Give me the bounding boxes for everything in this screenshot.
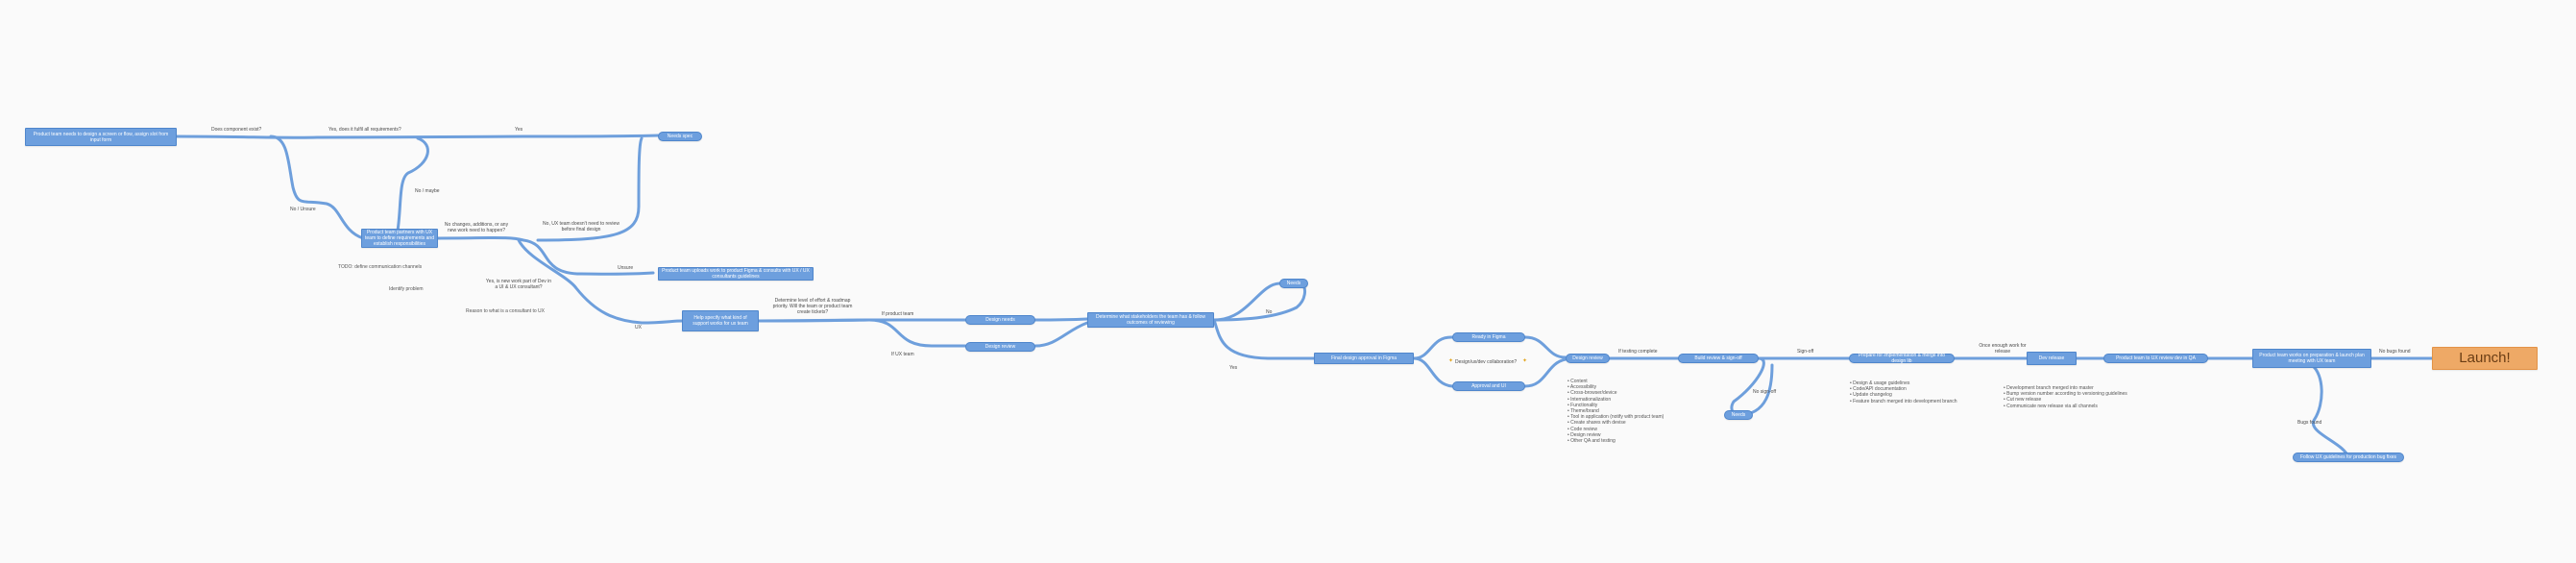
prep-next-node[interactable]: Product team works on preparation & laun…	[2252, 349, 2371, 368]
stakeholder-review-node[interactable]: Product team to UX review dev in QA	[2103, 354, 2208, 363]
star-icon: ✦	[1448, 358, 1454, 364]
note-identify: Identify problem	[389, 286, 424, 292]
review-item: Code review	[1567, 427, 1664, 432]
edge-yes-right: Yes	[1229, 365, 1238, 371]
edge-yes-top: Yes	[515, 127, 523, 133]
review-item: Functionality	[1567, 403, 1664, 408]
prepare-merge-node[interactable]: Prepare for implementation & merge into …	[1849, 353, 1955, 364]
determine-stakeholders-node[interactable]: Determine what stakeholders the team has…	[1087, 312, 1214, 328]
edge-sign-off: Sign-off	[1797, 349, 1814, 355]
review-item: Tool in application (notify with product…	[1567, 414, 1664, 420]
edge-no-sign-off: No sign-off	[1753, 389, 1777, 395]
edge-bugs-found: Bugs found	[2297, 420, 2322, 426]
edge-no-unsure: No / Unsure	[290, 207, 316, 212]
edge-if-ux-team: If UX team	[891, 352, 914, 357]
design-review-2-node[interactable]: Design review	[1566, 354, 1610, 363]
merge-item: Feature branch merged into development b…	[1850, 399, 1956, 404]
merge-item: Update changelog	[1850, 392, 1957, 398]
review-item: Internationalization	[1567, 397, 1664, 403]
needs-2-node[interactable]: Needs	[1724, 410, 1753, 420]
review-list: Content Accessibility Cross-browser/devi…	[1567, 379, 1664, 444]
start-node[interactable]: Product team needs to design a screen or…	[25, 128, 177, 146]
dev-release-node[interactable]: Dev release	[2027, 352, 2077, 365]
review-item: Design review	[1567, 432, 1664, 438]
needs-small-node[interactable]: Needs	[1279, 279, 1308, 288]
help-ux-team-node[interactable]: Help specify what kind of support works …	[682, 310, 759, 331]
merge-item: Design & usage guidelines	[1850, 380, 1957, 386]
edge-yes-fulfil: Yes, does it fulfil all requirements?	[328, 127, 401, 133]
edge-no-ux-team: No, UX team doesn't need to review befor…	[543, 221, 620, 233]
merge-item: Code/API documentation	[1850, 386, 1957, 392]
fix-bugs-node[interactable]: Follow UX guidelines for production bug …	[2293, 453, 2404, 462]
approval-ui-node[interactable]: Approval and UI	[1452, 381, 1525, 391]
merge-list: Design & usage guidelines Code/API docum…	[1850, 380, 1957, 404]
note-todo: TODO: define communication channels	[338, 264, 423, 270]
edge-yes-ux-small: Yes, is new work part of Dev in a UI & U…	[485, 279, 552, 290]
ux-design-review-node[interactable]: Design review	[965, 342, 1035, 352]
ux-design-needs-node[interactable]: Design needs	[965, 315, 1035, 325]
edge-no-bugs-found: No bugs found	[2379, 349, 2411, 355]
review-item: Create shares with devise	[1567, 420, 1664, 426]
edge-no-right: No	[1266, 309, 1273, 315]
edge-does-component-exist: Does component exist?	[211, 127, 262, 133]
release-list: Development branch merged into master Bu…	[2004, 385, 2127, 409]
edge-determine-level: Determine level of effort & roadmap prio…	[772, 298, 853, 315]
product-team-partner-node[interactable]: Product team partners with UX team to de…	[361, 229, 438, 248]
figma-approval-node[interactable]: Final design approval in Figma	[1314, 353, 1414, 364]
release-item: Development branch merged into master	[2004, 385, 2127, 391]
note-explore: Reason to what is a consultant to UX	[466, 308, 545, 314]
ready-figma-node[interactable]: Ready in Figma	[1452, 332, 1525, 342]
review-item: Theme/brand	[1567, 408, 1664, 414]
release-item: Cut new release	[2004, 397, 2127, 403]
prod-figma-upload-node[interactable]: Product team uploads work to product Fig…	[658, 267, 814, 281]
star-icon-2: ✦	[1522, 358, 1528, 364]
release-item: Communicate new release via all channels	[2004, 404, 2127, 409]
release-item: Bump version number according to version…	[2004, 391, 2127, 397]
edge-if-product-team: If product team	[882, 311, 914, 317]
review-item: Other QA and testing	[1567, 438, 1664, 444]
build-review-node[interactable]: Build review & sign-off	[1678, 354, 1759, 363]
edge-ux: UX	[635, 325, 642, 330]
review-item: Accessibility	[1567, 384, 1664, 390]
needs-spec-node[interactable]: Needs spec	[658, 132, 702, 141]
edge-no-maybe: No / maybe	[415, 188, 440, 194]
review-item: Cross-browser/device	[1567, 390, 1664, 396]
design-collab-label: Design/ux/dev collaboration?	[1455, 359, 1518, 365]
edge-once-enough: Once enough work for release	[1979, 343, 2027, 355]
review-item: Content	[1567, 379, 1664, 384]
edge-no-changes: No changes, additions, or any new work n…	[444, 222, 509, 233]
edge-if-testing-complete: If testing complete	[1618, 349, 1658, 355]
launch-node[interactable]: Launch!	[2432, 347, 2538, 370]
edge-unsure: Unsure	[618, 265, 634, 271]
